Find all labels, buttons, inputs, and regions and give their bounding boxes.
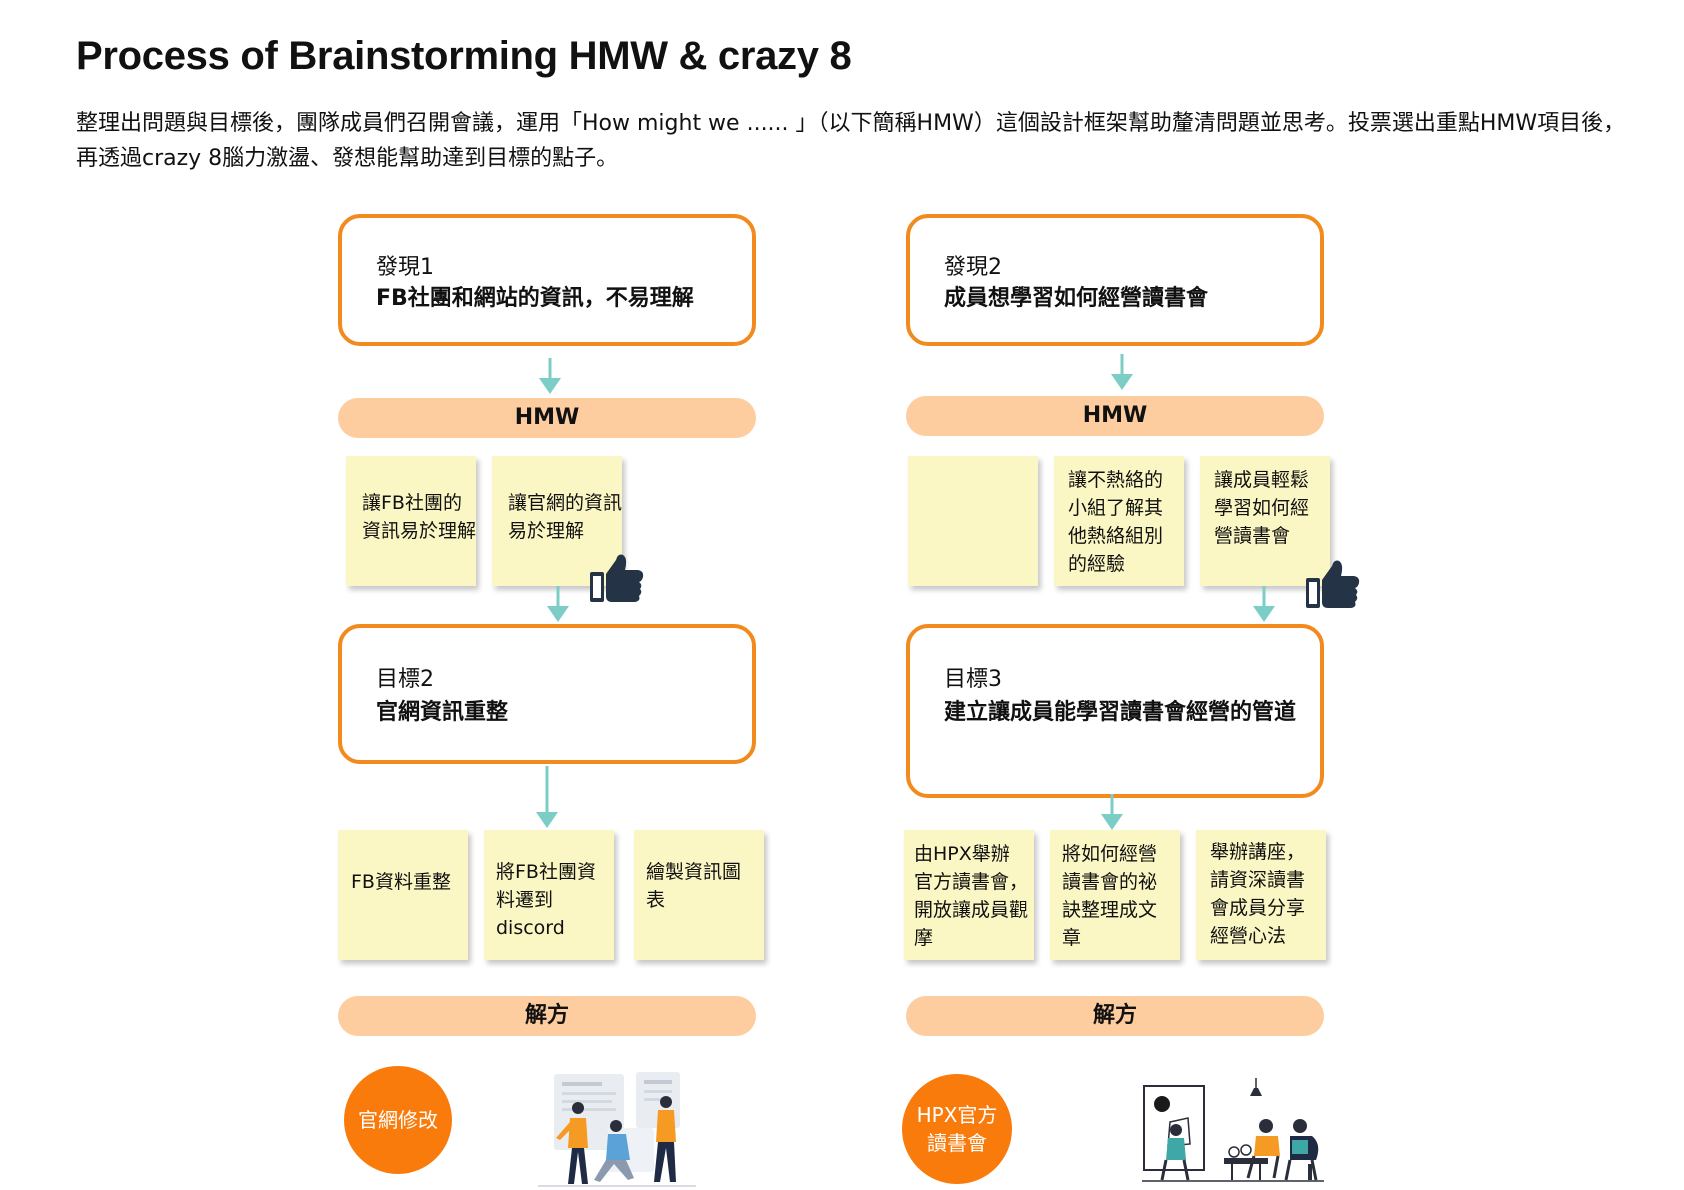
- finding-1-text: FB社團和網站的資訊，不易理解: [376, 286, 694, 311]
- arrow-down: [539, 358, 561, 394]
- idea-note: 舉辦講座，請資深讀書會成員分享經營心法: [1196, 830, 1326, 960]
- thumbs-up-icon: [1306, 560, 1360, 608]
- arrow-down: [1101, 794, 1123, 830]
- hmw-note: 讓不熱絡的小組了解其他熱絡組別的經驗: [1054, 456, 1184, 586]
- goal-2-label: 目標2: [376, 667, 434, 692]
- solution-circle-right: HPX官方讀書會: [902, 1074, 1012, 1184]
- finding-1-label: 發現1: [376, 255, 434, 280]
- finding-2-label: 發現2: [944, 255, 1002, 280]
- book-club-illustration: [1142, 1078, 1324, 1182]
- thumbs-up-icon: [590, 554, 644, 602]
- idea-note: 將如何經營讀書會的祕訣整理成文章: [1050, 830, 1180, 960]
- solution-pill-left: 解方: [338, 996, 756, 1036]
- arrow-down: [536, 766, 558, 828]
- hmw-note: 讓FB社團的資訊易於理解: [346, 456, 476, 586]
- idea-note: 由HPX舉辦官方讀書會，開放讓成員觀摩: [904, 830, 1034, 960]
- goal-3-text: 建立讓成員能學習讀書會經營的管道: [944, 700, 1297, 725]
- hmw-pill-left: HMW: [338, 398, 756, 438]
- hmw-note: 讓官網的資訊易於理解: [492, 456, 622, 586]
- hmw-note: 讓成員輕鬆學習如何經營讀書會: [1200, 456, 1330, 586]
- goal-3-box: 目標3 建立讓成員能學習讀書會經營的管道: [906, 624, 1324, 798]
- idea-note: FB資料重整: [338, 830, 468, 960]
- idea-note: 將FB社團資料遷到discord: [484, 830, 614, 960]
- goal-3-label: 目標3: [944, 667, 1002, 692]
- finding-2-text: 成員想學習如何經營讀書會: [944, 286, 1209, 311]
- finding-1-box: 發現1 FB社團和網站的資訊，不易理解: [338, 214, 756, 346]
- arrow-down: [547, 586, 569, 622]
- page-title: Process of Brainstorming HMW & crazy 8: [76, 34, 852, 78]
- arrow-down: [1253, 586, 1275, 622]
- solution-pill-right: 解方: [906, 996, 1324, 1036]
- hmw-pill-right: HMW: [906, 396, 1324, 436]
- people-working-illustration: [538, 1072, 696, 1187]
- intro-paragraph: 整理出問題與目標後，團隊成員們召開會議，運用「How might we ....…: [76, 111, 1626, 171]
- finding-2-box: 發現2 成員想學習如何經營讀書會: [906, 214, 1324, 346]
- goal-2-text: 官網資訊重整: [376, 700, 509, 725]
- arrow-down: [1111, 354, 1133, 390]
- hmw-note: [908, 456, 1038, 586]
- solution-circle-left: 官網修改: [344, 1066, 452, 1174]
- idea-note: 繪製資訊圖表: [634, 830, 764, 960]
- goal-2-box: 目標2 官網資訊重整: [338, 624, 756, 764]
